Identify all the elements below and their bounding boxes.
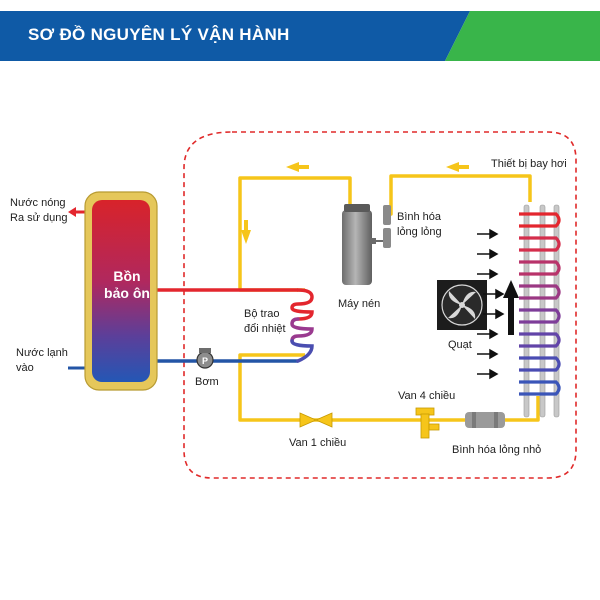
small-receiver-label: Bình hóa lỏng nhỏ xyxy=(452,444,542,456)
outdoor-unit-boundary xyxy=(183,131,577,479)
receiver-line2: lỏng lỏng xyxy=(397,226,442,238)
receiver-icon xyxy=(383,205,391,248)
tank-label-line2: bảo ôn xyxy=(104,285,150,301)
check-valve-icon xyxy=(299,412,333,428)
compressor-icon xyxy=(342,204,383,285)
cold-water-in-label: Nước lạnh vào xyxy=(16,346,68,376)
airflow-arrow-icon xyxy=(477,228,505,380)
heat-exchanger-label: Bộ trao đổi nhiệt xyxy=(244,307,286,337)
svg-text:P: P xyxy=(202,356,208,366)
cold-water-in-line2: vào xyxy=(16,362,34,374)
four-way-valve-label: Van 4 chiều xyxy=(398,390,456,402)
hot-water-out-line1: Nước nóng xyxy=(10,197,66,209)
pump-label: Bơm xyxy=(195,376,219,388)
updraft-arrow-icon xyxy=(503,280,519,335)
hot-water-out-line2: Ra sử dụng xyxy=(10,212,68,224)
small-receiver-icon xyxy=(465,412,505,428)
heat-exchanger-line1: Bộ trao xyxy=(244,308,280,320)
header-banner xyxy=(0,11,600,61)
tank-inner xyxy=(92,200,150,382)
four-way-valve-icon xyxy=(415,407,440,439)
hot-out-arrow xyxy=(68,207,76,217)
compressor-label: Máy nén xyxy=(338,298,381,310)
receiver-label: Bình hóa lỏng lỏng xyxy=(397,210,442,240)
pump-icon: P xyxy=(196,348,214,369)
heat-exchanger-coil-icon xyxy=(290,288,314,363)
page-title: SƠ ĐỒ NGUYÊN LÝ VẬN HÀNH xyxy=(28,25,290,44)
receiver-line1: Bình hóa xyxy=(397,211,442,223)
heat-exchanger-line2: đổi nhiệt xyxy=(244,323,286,335)
hot-water-out-label: Nước nóng Ra sử dụng xyxy=(10,196,68,226)
fan-label: Quạt xyxy=(448,339,472,351)
fan-icon xyxy=(437,280,487,330)
evaporator-coil-icon xyxy=(519,204,561,418)
check-valve-label: Van 1 chiều xyxy=(289,437,347,449)
flow-arrow-icon xyxy=(241,162,469,244)
cold-water-in-line1: Nước lạnh xyxy=(16,347,68,359)
tank-label: Bồn bảo ôn xyxy=(96,268,158,302)
evaporator-label: Thiết bị bay hơi xyxy=(491,158,567,170)
tank-label-line1: Bồn xyxy=(113,268,141,284)
